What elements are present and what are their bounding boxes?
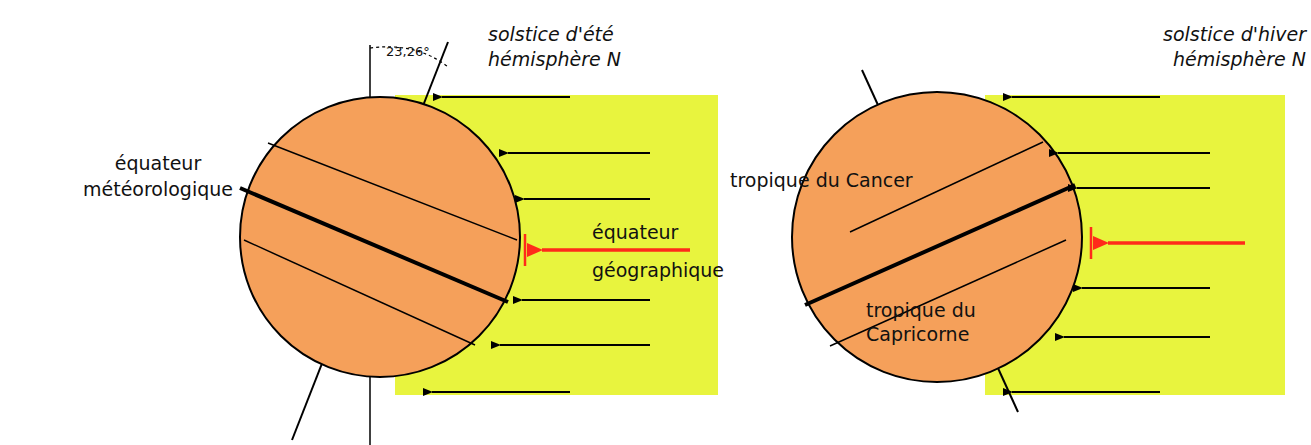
season-title: solstice d'hiver hémisphère N xyxy=(1110,22,1306,72)
sun-rays xyxy=(432,97,650,392)
tropic-label: tropique du Capricorne xyxy=(866,298,1081,346)
tropic-line xyxy=(268,143,517,240)
meteorological-equator xyxy=(805,185,1075,305)
angle-label: 23,26° xyxy=(386,44,456,60)
tropic-label: tropique du Cancer xyxy=(730,168,930,192)
tropic-line xyxy=(244,240,475,345)
earth-globe xyxy=(240,97,520,377)
zenith-bar xyxy=(1090,227,1093,259)
zenith-ray xyxy=(542,248,690,252)
equator-label: équateur géographique xyxy=(592,213,732,289)
season-title: solstice d'été hémisphère N xyxy=(488,22,663,72)
zenith-bar xyxy=(524,234,527,266)
meteorological-equator xyxy=(240,188,508,302)
earth-globe xyxy=(792,92,1082,382)
zenith-ray xyxy=(1108,241,1245,245)
equator-label: équateur météorologique xyxy=(78,150,238,202)
